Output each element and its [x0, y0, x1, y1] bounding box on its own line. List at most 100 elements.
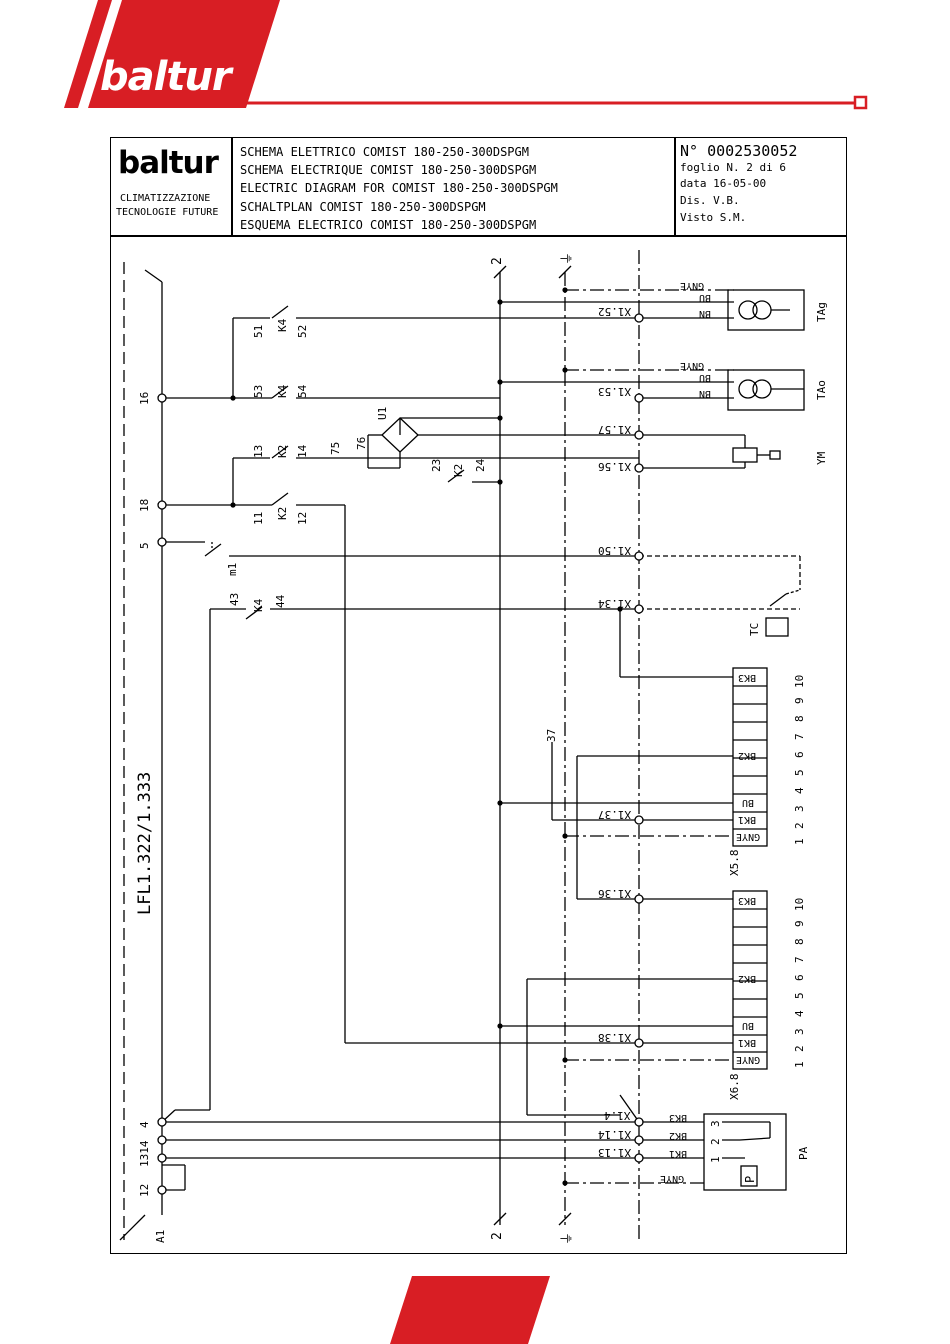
wire-75: 75 [329, 441, 342, 455]
header-graphic [64, 0, 868, 110]
title-block-divider [231, 137, 233, 236]
contact-k4-54: 54 [296, 384, 309, 398]
contact-k2-name: K2 [276, 444, 289, 458]
title-block-divider [110, 235, 847, 237]
contact-k4-53: 53 [252, 384, 265, 398]
wire-color-gnye: GNYE [680, 280, 705, 291]
terminal-4-label: 4 [138, 1121, 151, 1128]
contact-k2-11: 11 [252, 511, 265, 525]
title-block-logo: baltur [118, 145, 219, 181]
terminal-1314-label: 1314 [138, 1140, 151, 1168]
contact-k2-23: 23 [430, 458, 443, 472]
x6-pin-2: 2 [793, 1045, 806, 1052]
earth-bus-bottom-icon: ⏚ [560, 1231, 575, 1245]
x5-pin-6: 6 [793, 751, 806, 758]
x6-pin-5: 5 [793, 992, 806, 999]
terminal-x1-38: X1.38 [598, 1031, 632, 1044]
contact-k4-name: K4 [276, 384, 289, 398]
wire-color-bk2: BK2 [669, 1130, 688, 1141]
terminal-16-label: 16 [138, 391, 151, 405]
controller-label: LFL1.322/1.333 [135, 771, 155, 915]
device-pa: PA [797, 1146, 810, 1160]
terminal-x1-52: X1.52 [598, 305, 632, 318]
x6-pin-6: 6 [793, 974, 806, 981]
connector-x5-bu: BU [742, 797, 755, 808]
contact-k2-14: 14 [296, 444, 309, 458]
wire-color-bk1: BK1 [669, 1148, 688, 1159]
title-fr: SCHEMA ELECTRIQUE COMIST 180-250-300DSPG… [240, 163, 537, 177]
x5-pin-2: 2 [793, 822, 806, 829]
connector-x5-bk2: BK2 [738, 750, 757, 761]
company-line-1: CLIMATIZZAZIONE [120, 193, 211, 204]
wire-color-bu: BU [699, 372, 712, 383]
wire-color-gnye: GNYE [680, 360, 705, 371]
device-tag: TAg [815, 302, 828, 322]
wire-color-bn: BN [699, 388, 712, 399]
terminal-x1-36: X1.36 [598, 887, 632, 900]
wire-color-gnye: GNYE [660, 1173, 685, 1184]
wire-color-bn: BN [699, 308, 712, 319]
terminal-x1-14: X1.14 [598, 1128, 632, 1141]
device-tc: TC [748, 622, 761, 636]
connector-x6-bk1: BK1 [738, 1037, 757, 1048]
wire-color-bu: BU [699, 292, 712, 303]
contact-k2-name: K2 [452, 463, 465, 477]
x5-pin-10: 10 [793, 674, 806, 688]
pa-pin-2: 2 [709, 1138, 722, 1145]
contact-k2-13: 13 [252, 444, 265, 458]
bus-2-bottom-label: 2 [490, 1232, 505, 1240]
x6-pin-4: 4 [793, 1010, 806, 1017]
connector-x6-bu: BU [742, 1020, 755, 1031]
x6-pin-7: 7 [793, 956, 806, 963]
device-tao: TAo [815, 380, 828, 400]
x6-pin-3: 3 [793, 1028, 806, 1035]
terminal-x1-56: X1.56 [598, 460, 632, 473]
terminal-x1-13: X1.13 [598, 1146, 632, 1159]
pa-pin-1: 1 [709, 1156, 722, 1163]
x5-pin-8: 8 [793, 715, 806, 722]
brand-logo[interactable]: baltur [100, 54, 232, 100]
contact-k2-12: 12 [296, 511, 309, 525]
connector-x5-bk3: BK3 [738, 672, 757, 683]
company-line-2: TECNOLOGIE FUTURE [116, 207, 219, 218]
terminal-x1-50: X1.50 [598, 544, 632, 557]
contact-k2-name: K2 [276, 506, 289, 520]
connector-x6-bk3: BK3 [738, 895, 757, 906]
terminal-x1-57: X1.57 [598, 423, 632, 436]
contact-m1: m1 [226, 562, 239, 576]
bus-2-top-label: 2 [490, 257, 505, 265]
terminal-12-label: 12 [138, 1183, 151, 1197]
rectifier-u1: U1 [376, 406, 389, 420]
drawn-by: Dis. V.B. [680, 194, 740, 207]
contact-k4-52: 52 [296, 324, 309, 338]
title-en: ELECTRIC DIAGRAM FOR COMIST 180-250-300D… [240, 181, 558, 195]
connector-x5-bk1: BK1 [738, 814, 757, 825]
title-es: ESQUEMA ELECTRICO COMIST 180-250-300DSPG… [240, 218, 537, 232]
contact-k4-name: K4 [276, 318, 289, 332]
controller-ref-a1: A1 [154, 1229, 167, 1243]
x6-pin-1: 1 [793, 1061, 806, 1068]
terminal-x1-53: X1.53 [598, 385, 632, 398]
contact-k4-43: 43 [228, 592, 241, 606]
connector-x5-gnye: GNYE [736, 831, 761, 842]
document-number: N° 0002530052 [680, 142, 798, 160]
x6-pin-9: 9 [793, 920, 806, 927]
connector-x6-bk2: BK2 [738, 973, 757, 984]
x5-pin-7: 7 [793, 733, 806, 740]
x5-pin-5: 5 [793, 769, 806, 776]
contact-k4-44: 44 [274, 594, 287, 608]
terminal-x1-37: X1.37 [598, 808, 632, 821]
x5-pin-4: 4 [793, 787, 806, 794]
x5-pin-9: 9 [793, 697, 806, 704]
sheet-number: foglio N. 2 di 6 [680, 161, 786, 174]
title-de: SCHALTPLAN COMIST 180-250-300DSPGM [240, 200, 486, 214]
wire-37: 37 [545, 728, 558, 742]
checked-by: Visto S.M. [680, 211, 747, 224]
date: data 16-05-00 [680, 177, 767, 190]
page-tab-graphic [390, 1276, 550, 1344]
title-block-divider [674, 137, 676, 236]
drawing-frame [110, 137, 847, 1254]
connector-x6-gnye: GNYE [736, 1054, 761, 1065]
x5-pin-1: 1 [793, 838, 806, 845]
wire-76: 76 [355, 436, 368, 450]
